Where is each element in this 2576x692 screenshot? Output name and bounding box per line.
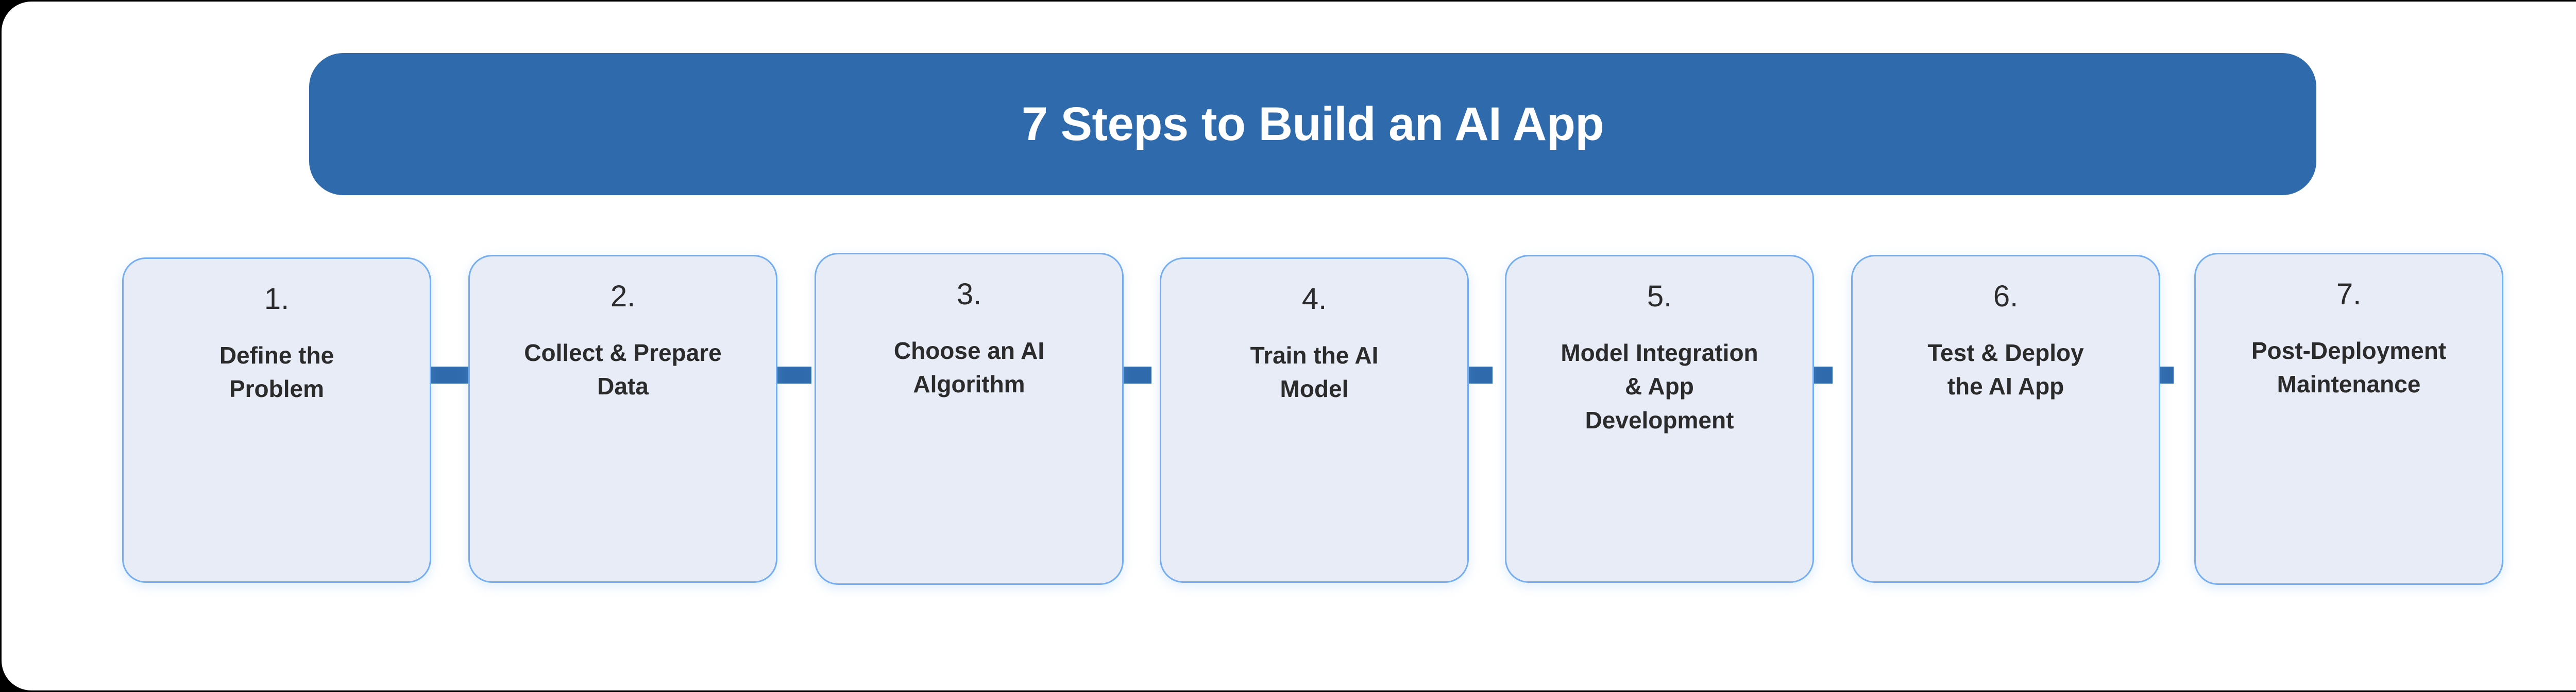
title-banner: 7 Steps to Build an AI App bbox=[309, 53, 2316, 195]
step-box-1[interactable]: 1. Define the Problem bbox=[122, 257, 431, 583]
step-label-3: Choose an AI Algorithm bbox=[893, 337, 1045, 398]
step-box-3[interactable]: 3. Choose an AI Algorithm bbox=[815, 253, 1124, 585]
step-label-6: Test & Deploy the AI App bbox=[1927, 339, 2084, 400]
step-number-6: 6. bbox=[1993, 280, 2019, 313]
step-label-4: Train the AI Model bbox=[1250, 341, 1379, 403]
step-label-2: Collect & Prepare Data bbox=[524, 339, 722, 400]
step-number-7: 7. bbox=[2336, 278, 2362, 311]
step-box-7[interactable]: 7. Post-Deployment Maintenance bbox=[2194, 253, 2503, 585]
step-number-1: 1. bbox=[264, 282, 290, 316]
step-number-4: 4. bbox=[1301, 282, 1327, 316]
step-box-2[interactable]: 2. Collect & Prepare Data bbox=[468, 255, 777, 583]
page-title: 7 Steps to Build an AI App bbox=[1021, 98, 1604, 150]
connector-1-2 bbox=[429, 367, 470, 384]
step-label-1: Define the Problem bbox=[219, 341, 334, 403]
step-number-5: 5. bbox=[1647, 280, 1672, 313]
step-box-6[interactable]: 6. Test & Deploy the AI App bbox=[1851, 255, 2160, 583]
step-label-7: Post-Deployment Maintenance bbox=[2251, 337, 2447, 398]
step-number-2: 2. bbox=[610, 280, 636, 313]
step-label-5: Model Integration & App Development bbox=[1561, 339, 1758, 434]
step-box-5[interactable]: 5. Model Integration & App Development bbox=[1505, 255, 1814, 583]
step-number-3: 3. bbox=[956, 278, 982, 311]
step-box-4[interactable]: 4. Train the AI Model bbox=[1160, 257, 1469, 583]
